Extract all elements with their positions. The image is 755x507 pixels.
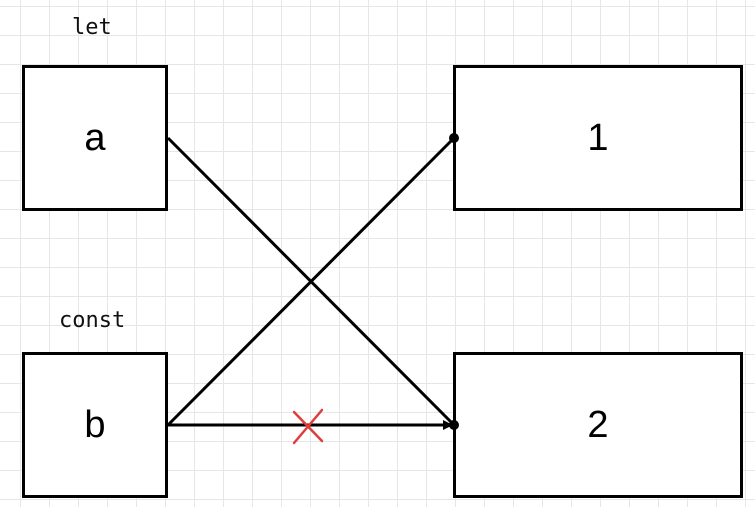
value-label-1: 1	[587, 116, 609, 159]
keyword-const: const	[59, 308, 126, 333]
value-box-1: 1	[453, 65, 743, 211]
edge-b-to-1	[166, 136, 456, 427]
value-label-2: 2	[587, 403, 609, 446]
variable-box-b: b	[22, 352, 168, 498]
value-box-2: 2	[453, 352, 743, 498]
variable-label-a: a	[84, 116, 106, 159]
connection-dot-1	[449, 133, 459, 143]
cross-mark-icon	[292, 408, 324, 445]
variable-label-b: b	[84, 403, 106, 446]
keyword-let: let	[72, 15, 112, 40]
connection-dot-2	[449, 420, 459, 430]
variable-box-a: a	[22, 65, 168, 211]
